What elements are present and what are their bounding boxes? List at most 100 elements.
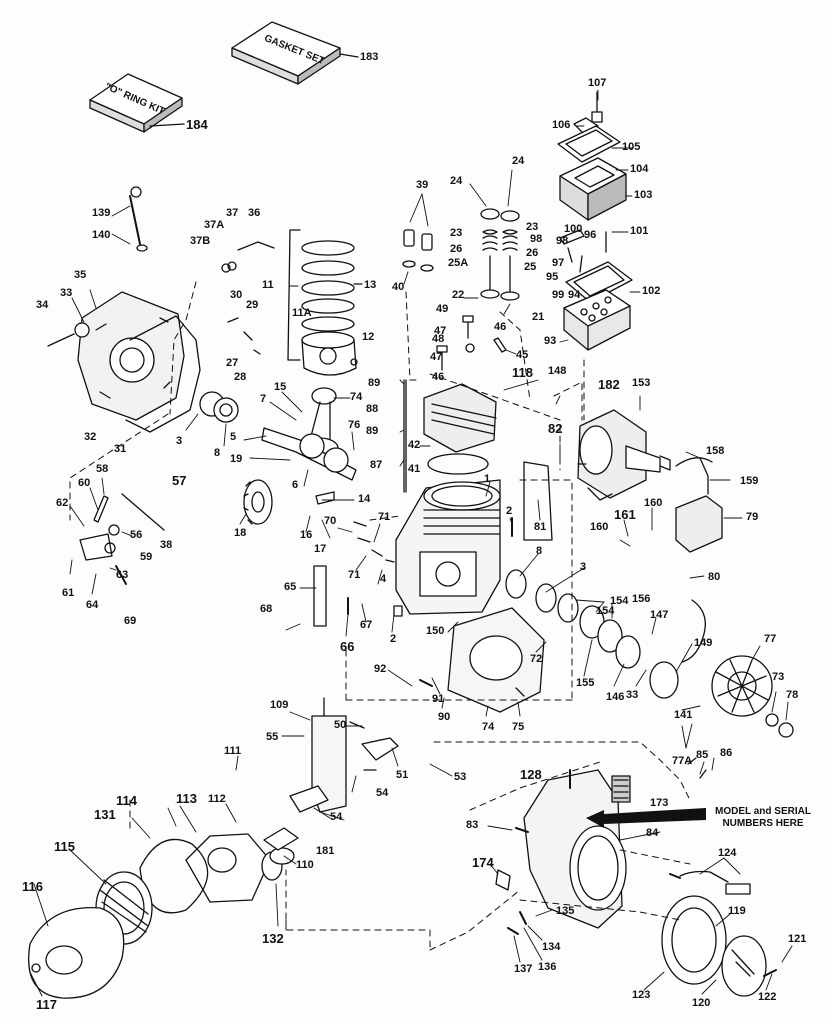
part-label: 74 — [482, 721, 495, 733]
part-label: 25A — [448, 257, 469, 269]
part-label: 148 — [548, 365, 567, 377]
part-label: 147 — [650, 609, 669, 621]
part-label: 118 — [512, 365, 533, 380]
part-label: 14 — [358, 493, 371, 505]
part-label: 107 — [588, 77, 607, 89]
speed-control — [289, 697, 399, 813]
part-label: 113 — [176, 791, 197, 806]
leader-lines — [29, 89, 793, 997]
part-label: 12 — [362, 331, 375, 343]
part-label: 47 — [430, 351, 443, 363]
part-label: 37B — [190, 235, 211, 247]
hardware — [129, 186, 777, 977]
part-label: 103 — [634, 189, 653, 201]
part-label: 131 — [94, 807, 116, 822]
part-label: 112 — [208, 793, 226, 805]
part-label: 2 — [506, 505, 513, 517]
part-label: 119 — [728, 905, 746, 917]
part-label: 135 — [556, 905, 575, 917]
part-label: 101 — [630, 225, 649, 237]
part-label: 2 — [390, 633, 397, 645]
part-label: 56 — [130, 529, 143, 541]
part-label: 53 — [454, 771, 467, 783]
part-label: 104 — [630, 163, 649, 175]
part-label: 123 — [632, 989, 651, 1001]
part-label: 1 — [484, 473, 491, 485]
part-label: 36 — [248, 207, 261, 219]
part-label: 54 — [330, 811, 343, 823]
starter-motor — [577, 409, 671, 501]
part-label: 70 — [324, 515, 337, 527]
part-label: 30 — [230, 289, 243, 301]
part-label: 73 — [772, 671, 785, 683]
part-label: 76 — [348, 419, 361, 431]
part-label: 11A — [292, 307, 312, 319]
part-label: 111 — [224, 745, 242, 757]
part-label: 155 — [576, 677, 595, 689]
part-label: 91 — [432, 693, 445, 705]
gasket-set-box: GASKET SET — [231, 21, 359, 85]
part-label: 33 — [60, 287, 73, 299]
cylinder-block — [395, 479, 501, 615]
part-label: 34 — [36, 299, 49, 311]
part-label: 65 — [284, 581, 297, 593]
part-label: 93 — [544, 335, 557, 347]
part-label: 60 — [78, 477, 91, 489]
part-label: 54 — [376, 787, 389, 799]
part-label: 106 — [552, 119, 571, 131]
part-label: 37A — [204, 219, 225, 231]
part-label: 84 — [646, 827, 659, 839]
valve-train — [402, 208, 520, 371]
part-label: 49 — [436, 303, 449, 315]
part-label: 184 — [186, 117, 208, 132]
part-label: 11 — [262, 279, 274, 291]
part-label: 96 — [584, 229, 597, 241]
part-label: 154 — [610, 595, 629, 607]
part-label: 22 — [452, 289, 465, 301]
part-label: 5 — [230, 431, 237, 443]
part-label: 97 — [552, 257, 565, 269]
part-label: 78 — [786, 689, 799, 701]
part-label: 82 — [548, 421, 563, 436]
part-label: 50 — [334, 719, 347, 731]
part-label: 23 — [526, 221, 539, 233]
part-label: 26 — [526, 247, 539, 259]
part-label: 174 — [472, 855, 494, 870]
part-label: 45 — [516, 349, 529, 361]
part-label: 25 — [524, 261, 537, 273]
part-label: 182 — [598, 377, 620, 392]
part-label: 74 — [350, 391, 363, 403]
part-label: 77A — [672, 755, 693, 767]
part-label: 79 — [746, 511, 759, 523]
part-label: 122 — [758, 991, 777, 1003]
part-label: 3 — [580, 561, 587, 573]
part-label: 46 — [432, 371, 445, 383]
o-ring-kit-box: "O" RING KIT — [89, 73, 185, 133]
backplate — [447, 607, 545, 713]
part-label: 6 — [292, 479, 299, 491]
part-label: 128 — [520, 767, 542, 782]
part-label: 160 — [590, 521, 609, 533]
part-label: 87 — [370, 459, 383, 471]
part-label: 59 — [140, 551, 153, 563]
part-label: 116 — [22, 879, 43, 894]
part-label: 77 — [764, 633, 777, 645]
part-label: 66 — [340, 639, 355, 654]
bearing-stack — [505, 569, 679, 699]
part-label: 136 — [538, 961, 557, 973]
part-label: 141 — [674, 709, 693, 721]
part-label: 27 — [226, 357, 239, 369]
part-label: 16 — [300, 529, 313, 541]
part-label: 19 — [230, 453, 243, 465]
blower-housing — [523, 769, 631, 929]
part-label: 57 — [172, 473, 187, 488]
part-label: 120 — [692, 997, 711, 1009]
governor-linkage — [79, 493, 165, 585]
part-label: 154 — [596, 605, 615, 617]
part-label: 80 — [708, 571, 721, 583]
part-label: 72 — [530, 653, 543, 665]
part-label: 134 — [542, 941, 561, 953]
part-label: 159 — [740, 475, 759, 487]
